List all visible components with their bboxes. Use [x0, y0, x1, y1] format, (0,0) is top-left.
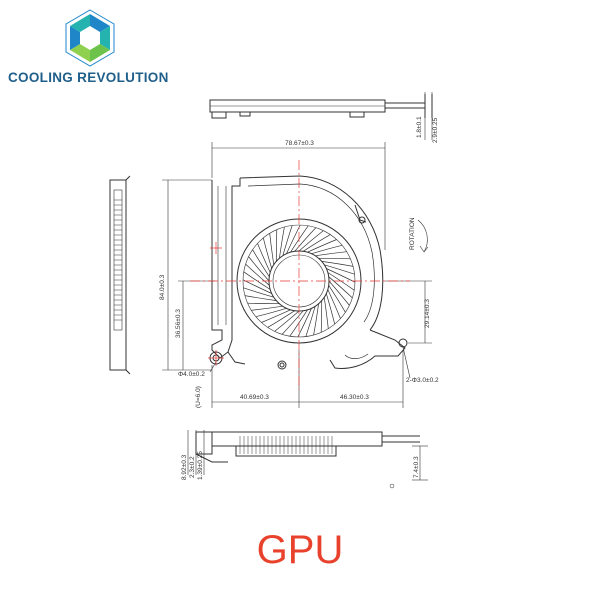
fan-impeller: [236, 218, 362, 344]
impeller-blade: [251, 305, 283, 311]
impeller-blade: [328, 285, 346, 313]
impeller-blade: [298, 230, 324, 252]
impeller-blade: [243, 271, 271, 290]
impeller-blade: [269, 233, 275, 265]
impeller-blade: [262, 237, 273, 269]
impeller-blade: [243, 287, 274, 298]
impeller-blade: [289, 309, 308, 337]
mounting-holes: [209, 338, 408, 370]
dim-top-thickness-b: 2.9±0.25: [432, 117, 439, 143]
impeller-blade: [267, 310, 295, 328]
dim-bottom-b: 2.3±0.2: [189, 456, 196, 478]
dim-bottom-c: 1.39±0.25: [197, 451, 204, 480]
dim-overall-width: 78.67±0.3: [285, 140, 314, 147]
impeller-blade: [297, 308, 312, 338]
top-side-profile: [209, 94, 433, 119]
impeller-blade: [305, 306, 316, 337]
impeller-blade: [244, 295, 277, 301]
dim-hole-right: 2-Φ3.0±0.2: [406, 377, 439, 384]
dim-right-offset: 29.14±0.3: [424, 299, 431, 328]
impeller-blade: [245, 263, 270, 286]
dimension-labels: 78.67±0.3 84.0±0.3 36.56±0.3 40.69±0.3 4…: [159, 116, 439, 480]
impeller-blade: [320, 300, 323, 333]
impeller-blade: [328, 280, 350, 306]
impeller-blade: [242, 279, 272, 294]
impeller-blade: [247, 302, 280, 305]
impeller-blade: [318, 257, 351, 260]
dim-hole-left-sub: (U=6.0): [195, 386, 202, 408]
impeller-blade: [325, 293, 336, 325]
impeller-blade: [274, 310, 300, 332]
impeller-blade: [326, 268, 356, 283]
impeller-blade: [303, 234, 331, 252]
dim-center-height: 36.56±0.3: [175, 309, 182, 338]
impeller-blade: [286, 224, 301, 254]
impeller-blade: [321, 261, 354, 267]
impeller-blade: [261, 309, 291, 323]
center-lines: [190, 160, 410, 390]
product-caption: GPU: [256, 528, 344, 572]
impeller-blade: [290, 225, 309, 253]
impeller-blade: [281, 310, 304, 335]
dim-top-thickness-a: 1.8±0.1: [416, 116, 423, 138]
fan-housing: [211, 175, 406, 369]
impeller-blade: [327, 289, 341, 319]
impeller-blade: [275, 229, 278, 262]
dim-center-to-right: 46.30±0.3: [340, 394, 369, 401]
hexagon-swirl-logo: [65, 9, 115, 67]
dim-left-to-center: 40.69±0.3: [240, 394, 269, 401]
impeller-blade: [252, 249, 270, 277]
impeller-blade: [324, 264, 355, 275]
bottom-side-profile: [187, 430, 428, 489]
impeller-blade: [313, 303, 319, 336]
impeller-blade: [315, 251, 347, 257]
impeller-blade: [257, 243, 271, 273]
dim-hole-left: Φ4.0±0.2: [178, 371, 205, 378]
left-side-profile: [109, 175, 131, 375]
impeller-blade: [294, 227, 317, 252]
impeller-blade: [255, 307, 287, 318]
brand-name: COOLING REVOLUTION: [8, 70, 169, 85]
impeller-blade: [311, 244, 343, 255]
impeller-blade: [248, 256, 270, 282]
rotation-label: ROTATION: [409, 217, 416, 250]
impeller-blade: [307, 239, 337, 253]
impeller-blade: [323, 297, 329, 329]
dim-bottom-right: 7.4±0.3: [413, 456, 420, 478]
dim-bottom-a: 8.92±0.3: [181, 454, 188, 480]
impeller-blade: [327, 272, 355, 291]
impeller-blade: [328, 276, 353, 299]
impeller-blade: [282, 225, 293, 256]
dim-overall-height: 84.0±0.3: [159, 274, 166, 300]
impeller-blade: [279, 226, 285, 259]
